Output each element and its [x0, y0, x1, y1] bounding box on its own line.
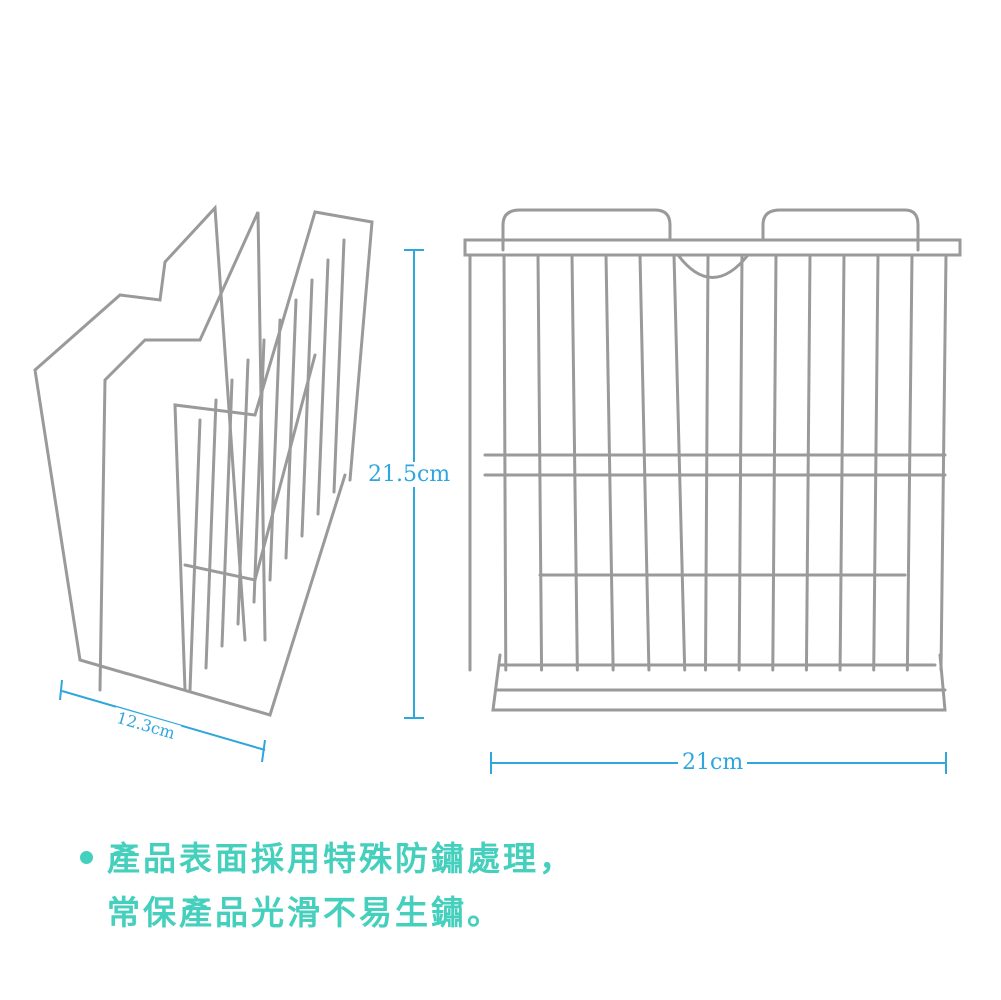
- handle-right-wire: [761, 208, 920, 252]
- vertical-wire: [300, 278, 314, 538]
- top-rim-wire: [463, 238, 962, 257]
- box-lower-wire: [183, 353, 317, 582]
- vertical-wire: [220, 378, 234, 648]
- middle-rim-wire: [483, 453, 947, 477]
- vertical-wire: [536, 253, 544, 672]
- vertical-wire: [872, 253, 880, 672]
- caption-text: 產品表面採用特殊防鏽處理， 常保產品光滑不易生鏽。: [80, 832, 575, 940]
- vertical-wire: [939, 253, 948, 672]
- width-label: 21cm: [678, 750, 748, 775]
- vertical-wire: [332, 238, 346, 494]
- vertical-wire: [838, 253, 846, 672]
- vertical-wire: [316, 258, 330, 516]
- vertical-wire: [570, 253, 579, 672]
- vertical-wire: [284, 298, 298, 560]
- vertical-wire: [268, 318, 282, 582]
- vertical-wire: [704, 253, 710, 672]
- vertical-wire: [204, 398, 218, 670]
- vertical-wire: [502, 253, 508, 672]
- cutout-wire: [676, 253, 750, 279]
- vertical-wire: [638, 253, 651, 672]
- vertical-wire: [672, 253, 687, 672]
- inner-frame-wire: [98, 211, 267, 692]
- bottom-rim-wire: [498, 573, 937, 667]
- right-basket-front-view: [463, 208, 962, 712]
- vertical-wire: [737, 253, 744, 672]
- left-basket-side-view: [33, 204, 374, 717]
- vertical-wire: [804, 253, 812, 672]
- caption-line-2: 常保產品光滑不易生鏽。: [107, 893, 503, 932]
- vertical-wire: [236, 358, 250, 626]
- vertical-wire: [771, 253, 778, 672]
- handle-left-wire: [501, 208, 672, 252]
- outer-frame-wire: [33, 204, 247, 662]
- bullet-icon: [80, 851, 93, 864]
- base-foot-wire: [491, 653, 947, 712]
- vertical-wire: [604, 253, 615, 672]
- vertical-wire: [252, 338, 266, 604]
- front-box-wire: [173, 210, 374, 692]
- height-label: 21.5cm: [364, 462, 455, 487]
- depth-dimension-end-tick: [261, 739, 266, 763]
- caption-line-1: 產品表面採用特殊防鏽處理，: [107, 839, 575, 878]
- vertical-wire: [905, 253, 914, 672]
- vertical-wire: [188, 418, 202, 692]
- depth-dimension-start-tick: [59, 679, 63, 701]
- base-wire: [78, 473, 347, 717]
